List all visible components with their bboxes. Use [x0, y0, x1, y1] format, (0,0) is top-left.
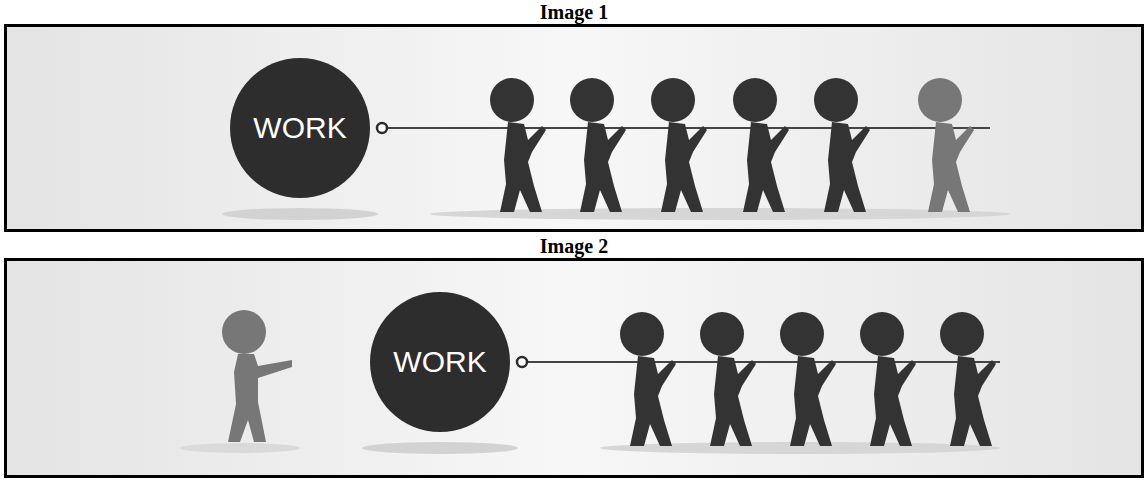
- work-ball: WORK: [370, 292, 510, 432]
- figure-faded: [918, 78, 974, 212]
- figure: [490, 78, 546, 212]
- ball-label-box: WORK: [230, 58, 370, 198]
- figure: [860, 312, 916, 446]
- figure: [700, 312, 756, 446]
- pulling-figures: [490, 78, 974, 212]
- rope: [526, 361, 1000, 363]
- ball-label-box: WORK: [370, 292, 510, 432]
- ball-shadow: [362, 442, 518, 454]
- ball-shadow: [222, 208, 378, 220]
- figure: [940, 312, 996, 446]
- ground-shadow: [180, 443, 300, 453]
- figure: [733, 78, 789, 212]
- panel-title: Image 1: [7, 1, 1141, 24]
- ground-shadow: [430, 208, 1010, 220]
- rope: [386, 127, 990, 129]
- pulling-figures: [620, 312, 996, 446]
- work-ball: WORK: [230, 58, 370, 198]
- figure: [651, 78, 707, 212]
- panel-ground: [7, 27, 1141, 229]
- image-panel: Image 1WORK: [4, 24, 1144, 232]
- image-panel: Image 2WORK: [4, 258, 1144, 478]
- rope-ring: [517, 357, 527, 367]
- panel-title: Image 2: [7, 235, 1141, 258]
- ball-label: WORK: [393, 345, 486, 379]
- ball-circle: [370, 292, 510, 432]
- figure: [570, 78, 626, 212]
- rope-ring: [377, 123, 387, 133]
- figure: [814, 78, 870, 212]
- panel-ground: [7, 261, 1141, 475]
- pointing-figure: [222, 310, 292, 442]
- figure: [780, 312, 836, 446]
- figure: [620, 312, 676, 446]
- ball-circle: [230, 58, 370, 198]
- ball-label: WORK: [253, 111, 346, 145]
